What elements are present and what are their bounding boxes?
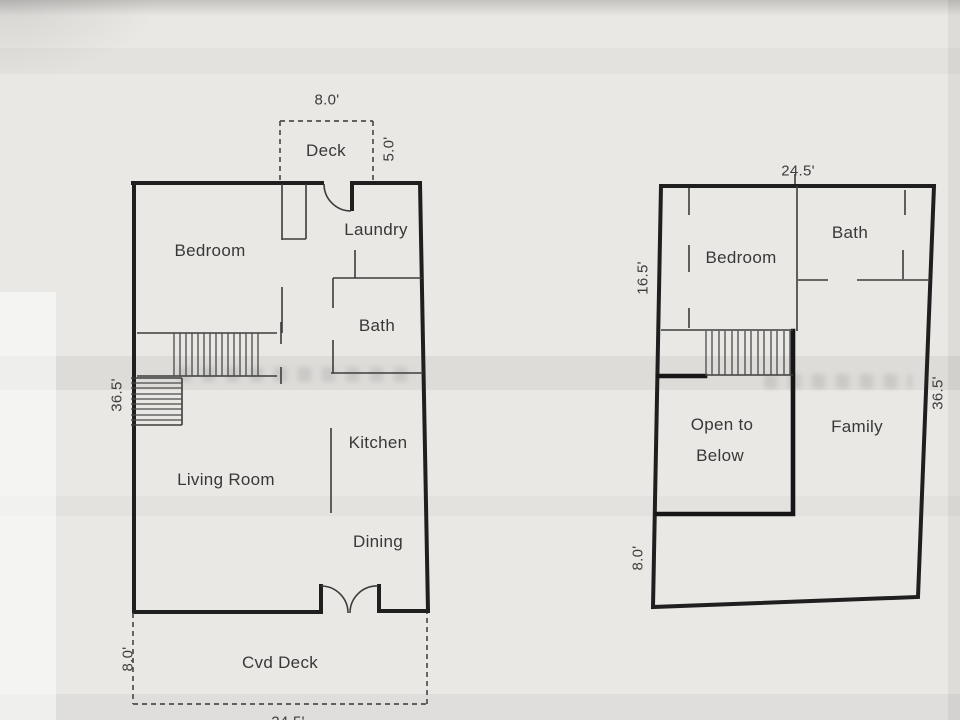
room-label-living-room: Living Room: [177, 470, 275, 489]
floor-plan-left: [131, 120, 431, 705]
left-plan-outer-walls: [131, 180, 431, 614]
dim-label-deck-depth: 5.0': [380, 136, 398, 162]
floor-plan-right: [650, 174, 937, 610]
left-plan-door-arcs: [320, 183, 379, 614]
dim-label-right-plan-upper-height: 16.5': [634, 261, 652, 295]
right-plan-outer-walls: [650, 184, 937, 610]
room-label-bath-upper: Bath: [831, 223, 869, 242]
right-plan-interior-walls: [661, 174, 930, 376]
left-plan-stair-treads: [131, 333, 259, 421]
right-plan-stair-treads: [705, 331, 791, 375]
left-plan-interior-walls: [131, 184, 423, 513]
room-label-bedroom-upper: Bedroom: [705, 248, 777, 267]
dim-label-right-plan-lower-depth: 8.0': [629, 545, 647, 571]
room-label-deck: Deck: [306, 141, 346, 160]
room-label-cvd-deck: Cvd Deck: [241, 653, 319, 672]
room-label-family: Family: [831, 417, 883, 436]
room-label-dining: Dining: [353, 532, 403, 551]
dim-label-left-plan-width-clipped: 24.5': [271, 714, 305, 720]
room-label-bedroom-main: Bedroom: [174, 241, 246, 260]
room-label-open-to-below-line1: Open to: [690, 415, 754, 434]
room-label-kitchen: Kitchen: [348, 433, 408, 452]
left-plan-deck-outline: [132, 120, 428, 705]
dim-label-left-plan-height: 36.5': [108, 378, 126, 412]
room-label-bath-main: Bath: [358, 316, 396, 335]
room-label-open-to-below-line2: Below: [696, 446, 744, 465]
right-plan-open-below-walls: [654, 328, 796, 517]
dim-label-deck-width: 8.0': [314, 91, 340, 109]
dim-label-right-plan-width: 24.5': [781, 162, 815, 180]
dim-label-cvd-deck-depth: 8.0': [119, 646, 137, 672]
dim-label-right-plan-height: 36.5': [929, 376, 947, 410]
room-label-laundry: Laundry: [344, 220, 408, 239]
